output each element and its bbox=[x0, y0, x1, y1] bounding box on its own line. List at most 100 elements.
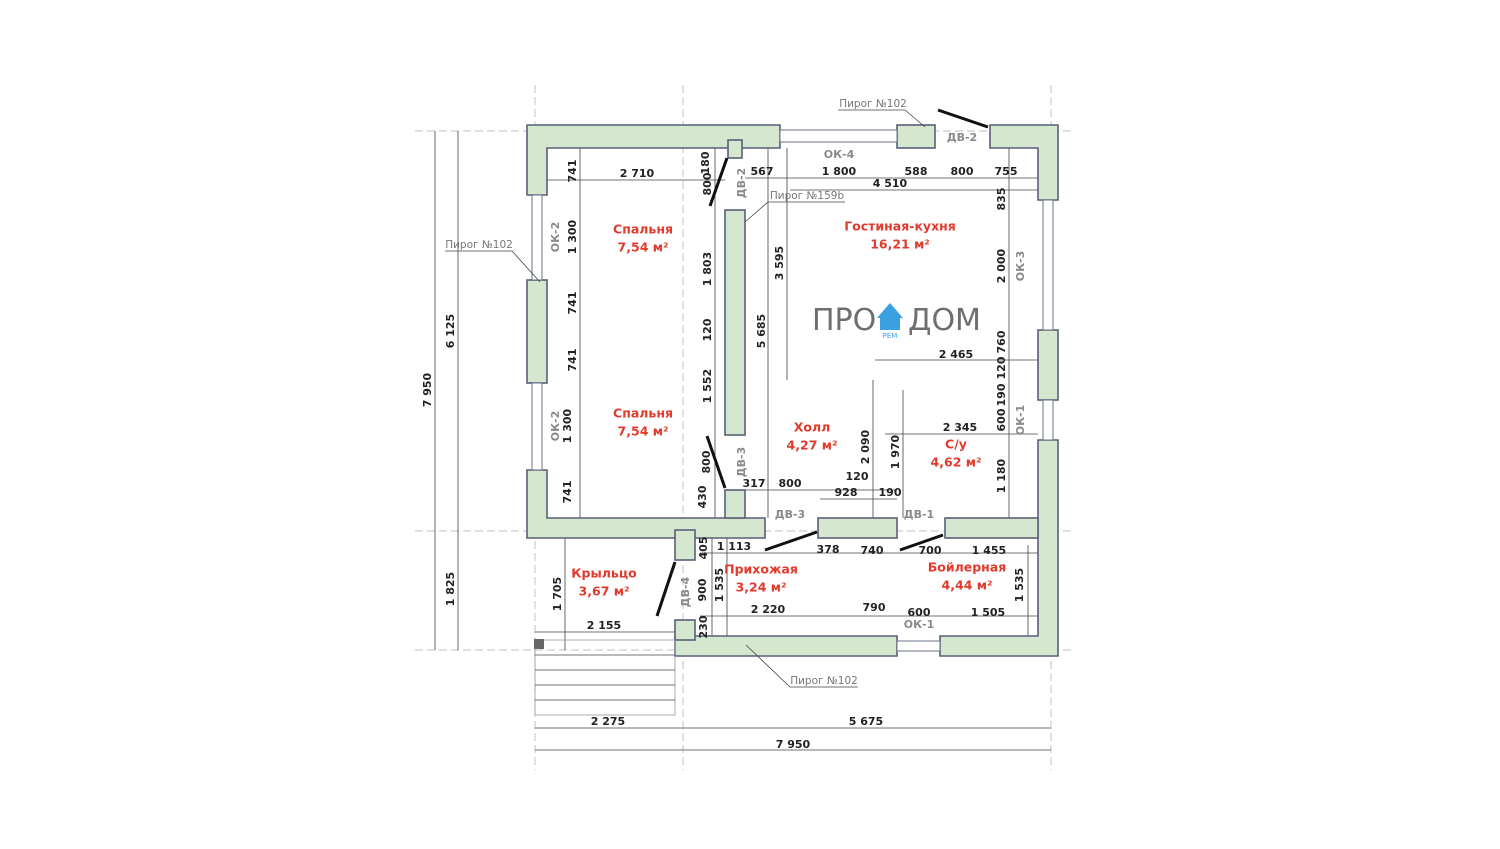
dimension-label: 2 220 bbox=[751, 603, 786, 616]
opening-tag: ДВ-2 bbox=[947, 131, 977, 144]
dimension-label: 600 bbox=[995, 408, 1008, 431]
walls bbox=[526, 124, 1059, 657]
room-area: 7,54 м² bbox=[618, 424, 669, 439]
dimension-label: 2 090 bbox=[859, 429, 872, 464]
opening-tag: ОК-1 bbox=[904, 618, 935, 631]
porch-steps bbox=[534, 639, 676, 716]
watermark-right: ДОМ bbox=[908, 303, 981, 338]
room-area: 4,44 м² bbox=[942, 578, 993, 593]
dimension-label: 928 bbox=[835, 486, 858, 499]
dimension-label: 190 bbox=[879, 486, 902, 499]
wall-type-callout: Пирог №102 bbox=[790, 675, 858, 687]
dimension-label: 1 705 bbox=[551, 577, 564, 611]
dimension-label: 1 803 bbox=[701, 252, 714, 286]
house-logo-icon bbox=[877, 303, 903, 318]
wall-type-callout: Пирог №102 bbox=[445, 239, 513, 251]
dimension-label: 4 510 bbox=[873, 177, 908, 190]
room-name: Спальня bbox=[613, 222, 673, 237]
dimension-label: 2 710 bbox=[620, 167, 655, 180]
room-name: Прихожая bbox=[724, 562, 798, 577]
dimension-label: 800 bbox=[700, 450, 713, 473]
dimension-label: 755 bbox=[995, 165, 1018, 178]
dimension-label: 3 595 bbox=[773, 246, 786, 280]
opening-tag: ДВ-1 bbox=[904, 508, 934, 521]
dimension-label: 2 000 bbox=[995, 248, 1008, 283]
dimension-label: 180 bbox=[699, 151, 712, 174]
room-name: С/у bbox=[945, 437, 967, 452]
dimension-label: 6 125 bbox=[444, 314, 457, 348]
room-name: Бойлерная bbox=[928, 560, 1007, 575]
dimension-label: 741 bbox=[561, 481, 574, 504]
dimension-label: 900 bbox=[696, 578, 709, 601]
dimension-label: 2 155 bbox=[587, 619, 621, 632]
opening-tag: ОК-4 bbox=[824, 148, 855, 161]
dimension-label: 317 bbox=[743, 477, 766, 490]
room-name: Холл bbox=[794, 420, 831, 435]
opening-tag: ДВ-3 bbox=[775, 508, 805, 521]
room-area: 7,54 м² bbox=[618, 240, 669, 255]
dimension-label: 190 bbox=[995, 383, 1008, 406]
room-area: 16,21 м² bbox=[870, 237, 930, 252]
dimension-label: 378 bbox=[817, 543, 840, 556]
dimension-label: 2 275 bbox=[591, 715, 625, 728]
dimension-label: 800 bbox=[779, 477, 802, 490]
watermark-left: ПРО bbox=[812, 303, 876, 338]
dimension-label: 740 bbox=[861, 544, 884, 557]
dimension-label: 1 535 bbox=[1013, 568, 1026, 602]
dimension-label: 120 bbox=[701, 318, 714, 341]
room-area: 3,67 м² bbox=[579, 584, 630, 599]
callout-leaders bbox=[445, 109, 926, 688]
room-area: 4,27 м² bbox=[787, 438, 838, 453]
dimension-label: 588 bbox=[905, 165, 928, 178]
dimension-label: 5 685 bbox=[755, 314, 768, 348]
room-area: 3,24 м² bbox=[736, 580, 787, 595]
dimension-label: 1 535 bbox=[713, 568, 726, 602]
dimension-label: 567 bbox=[751, 165, 774, 178]
dimension-label: 405 bbox=[697, 537, 710, 560]
dimension-label: 2 345 bbox=[943, 421, 977, 434]
room-name: Спальня bbox=[613, 406, 673, 421]
room-name: Гостиная-кухня bbox=[844, 219, 956, 234]
opening-tag: ДВ-3 bbox=[735, 447, 748, 477]
dimension-label: 800 bbox=[951, 165, 974, 178]
dimension-label: 790 bbox=[863, 601, 886, 614]
dimension-label: 1 800 bbox=[822, 165, 857, 178]
dimension-lines bbox=[434, 131, 1051, 751]
house-logo-body bbox=[880, 318, 900, 330]
dimension-label: 1 505 bbox=[971, 606, 1005, 619]
room-area: 4,62 м² bbox=[931, 455, 982, 470]
dimension-label: 760 bbox=[995, 330, 1008, 353]
dimension-label: 741 bbox=[566, 349, 579, 372]
dimension-label: 2 465 bbox=[939, 348, 973, 361]
watermark: ПРО РЕМ ДОМ bbox=[812, 303, 981, 340]
opening-tag: ДВ-4 bbox=[679, 576, 692, 607]
dimension-label: 1 180 bbox=[995, 458, 1008, 493]
dimension-label: 1 552 bbox=[701, 369, 714, 403]
opening-tag: ОК-2 bbox=[549, 222, 562, 253]
watermark-logo: РЕМ bbox=[883, 332, 898, 340]
opening-tag: ДВ-2 bbox=[735, 168, 748, 198]
dimension-label: 1 300 bbox=[561, 408, 574, 443]
dimension-label: 741 bbox=[566, 292, 579, 315]
wall-type-callout: Пирог №159b bbox=[770, 190, 845, 202]
dimension-label: 1 300 bbox=[566, 219, 579, 254]
dimension-label: 700 bbox=[919, 544, 942, 557]
dimension-label: 1 970 bbox=[889, 434, 902, 469]
dimension-label: 800 bbox=[701, 172, 714, 195]
dimension-label: 1 113 bbox=[717, 540, 751, 553]
opening-tag: ОК-3 bbox=[1014, 251, 1027, 282]
dimension-label: 835 bbox=[995, 188, 1008, 211]
dimension-label: 741 bbox=[566, 160, 579, 183]
dimension-label: 120 bbox=[995, 356, 1008, 379]
dimension-label: 1 825 bbox=[444, 572, 457, 606]
dimension-label: 600 bbox=[908, 606, 931, 619]
wall-type-callout: Пирог №102 bbox=[839, 98, 907, 110]
dimension-label: 430 bbox=[696, 485, 709, 508]
dimension-label: 230 bbox=[697, 615, 710, 638]
opening-tag: ОК-1 bbox=[1014, 405, 1027, 436]
dimension-label: 5 675 bbox=[849, 715, 883, 728]
doors bbox=[655, 108, 989, 617]
opening-tag: ОК-2 bbox=[549, 411, 562, 442]
dimension-label: 7 950 bbox=[421, 372, 434, 407]
